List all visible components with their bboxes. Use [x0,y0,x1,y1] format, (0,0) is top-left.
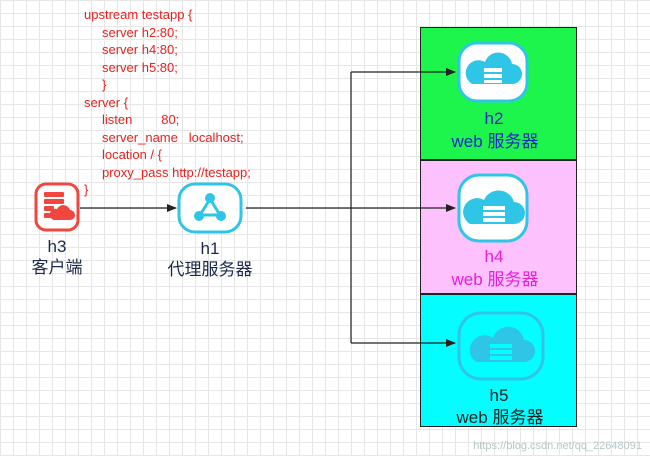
h5-name: h5 [489,386,509,405]
h5-role: web 服务器 [456,408,544,427]
h2-name: h2 [484,109,504,128]
cloud-server-icon [457,41,529,103]
cloud-server-icon [457,173,529,243]
config-line: location / { [102,147,162,162]
watermark: https://blog.csdn.net/qq_22648091 [473,440,642,452]
config-line: server h4:80; [102,42,178,57]
proxy-name: h1 [200,239,220,258]
config-line: } [102,77,107,92]
config-line: server_name localhost; [102,129,244,145]
config-line: listen 80; [102,112,180,127]
config-line: upstream testapp { [84,7,193,22]
share-network-icon [177,182,243,234]
config-line: server h5:80; [102,59,178,75]
config-line: } [84,182,89,197]
client-role: 客户端 [31,258,83,277]
nginx-config: upstream testapp { server h2:80; server … [84,6,251,199]
h4-role: web 服务器 [451,270,539,289]
client-name: h3 [47,237,67,256]
config-line: server h2:80; [102,24,178,40]
config-line: server { [84,94,129,110]
config-line: proxy_pass http://testapp; [102,164,251,180]
server-rack-cloud-icon [34,182,80,232]
h2-role: web 服务器 [451,132,539,151]
h4-name: h4 [484,247,504,266]
cloud-server-icon [457,311,545,381]
proxy-role: 代理服务器 [167,260,253,279]
